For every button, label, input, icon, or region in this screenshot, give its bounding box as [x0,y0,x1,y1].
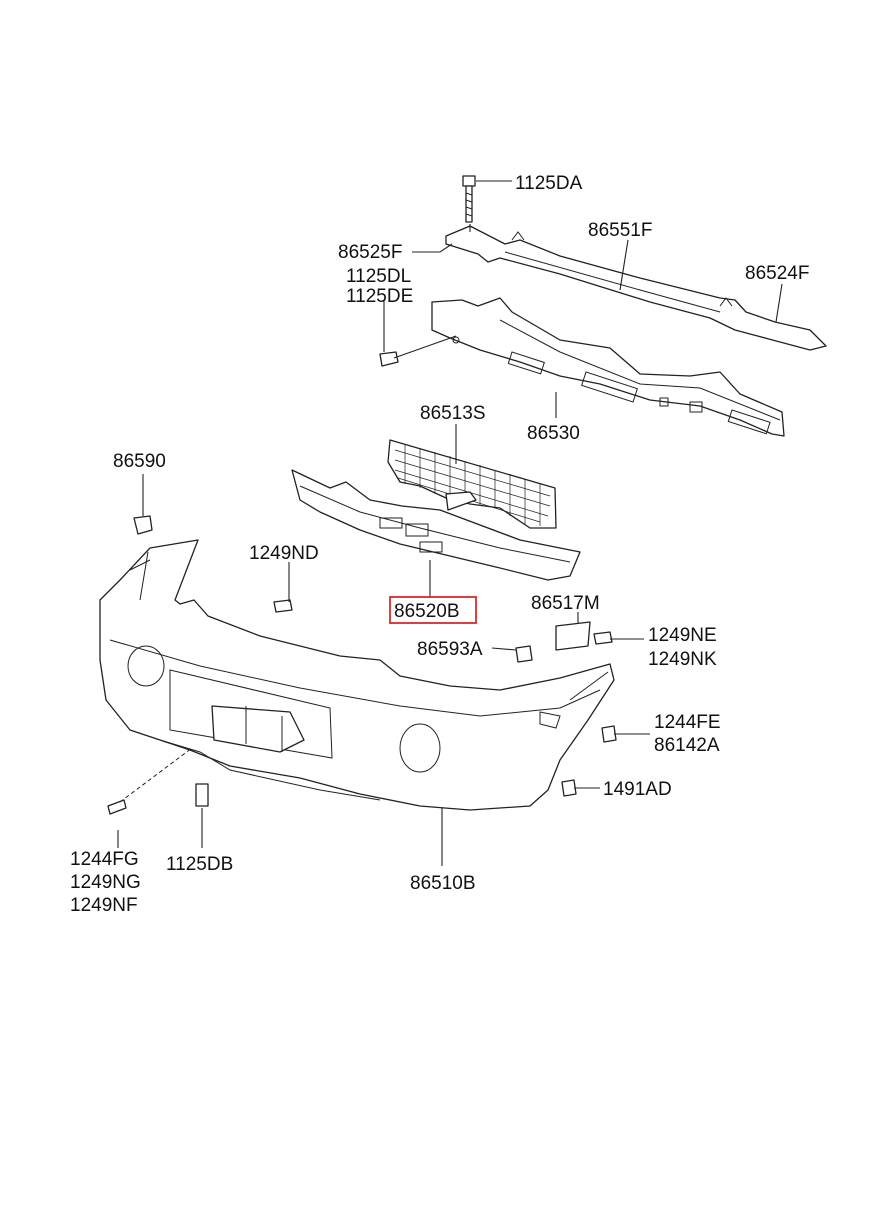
clip-86593A [515,645,533,663]
label-1125DB[interactable]: 1125DB [166,854,233,875]
bolt-1125DA [462,175,476,223]
screw-1249NE [593,631,613,645]
bumper-cover-86510B [99,539,615,811]
label-1125DL[interactable]: 1125DL [346,266,411,287]
energy-absorber-86520B [291,469,581,581]
upper-reinforcement-86551F [445,225,827,351]
label-1125DA[interactable]: 1125DA [515,173,583,194]
label-1244FG[interactable]: 1244FG [70,849,139,870]
label-86551F[interactable]: 86551F [588,220,652,241]
label-1125DE[interactable]: 1125DE [346,286,413,307]
label-86517M[interactable]: 86517M [531,593,600,614]
label-1244FE[interactable]: 1244FE [654,712,721,733]
leader-lines [117,180,783,866]
label-1249NG[interactable]: 1249NG [70,872,141,893]
label-1249NF[interactable]: 1249NF [70,895,138,916]
label-1491AD[interactable]: 1491AD [603,779,672,800]
highlight-box [389,596,477,624]
label-86525F[interactable]: 86525F [338,242,402,263]
bolt-1125DB [195,783,209,807]
label-86593A[interactable]: 86593A [417,639,483,660]
screw-1491AD [561,779,577,797]
screw-1244FG [107,747,193,815]
label-86524F[interactable]: 86524F [745,263,809,284]
label-1249NK[interactable]: 1249NK [648,649,717,670]
screw-1249ND [273,599,293,613]
label-86513S[interactable]: 86513S [420,403,486,424]
label-86530[interactable]: 86530 [527,423,580,444]
label-1249NE[interactable]: 1249NE [648,625,717,646]
grille-86513S [387,439,557,529]
part-labels: 1125DA 86551F 86525F 86524F 1125DL 1125D… [70,173,809,916]
screw-1244FE [601,725,617,743]
label-86142A[interactable]: 86142A [654,735,720,756]
label-86520B[interactable]: 86520B [394,601,460,622]
clip-86590 [133,515,153,535]
label-86510B[interactable]: 86510B [410,873,476,894]
retainer-86517M [555,621,591,651]
label-86590[interactable]: 86590 [113,451,166,472]
label-1249ND[interactable]: 1249ND [249,543,319,564]
bumper-beam-86530 [431,297,785,437]
